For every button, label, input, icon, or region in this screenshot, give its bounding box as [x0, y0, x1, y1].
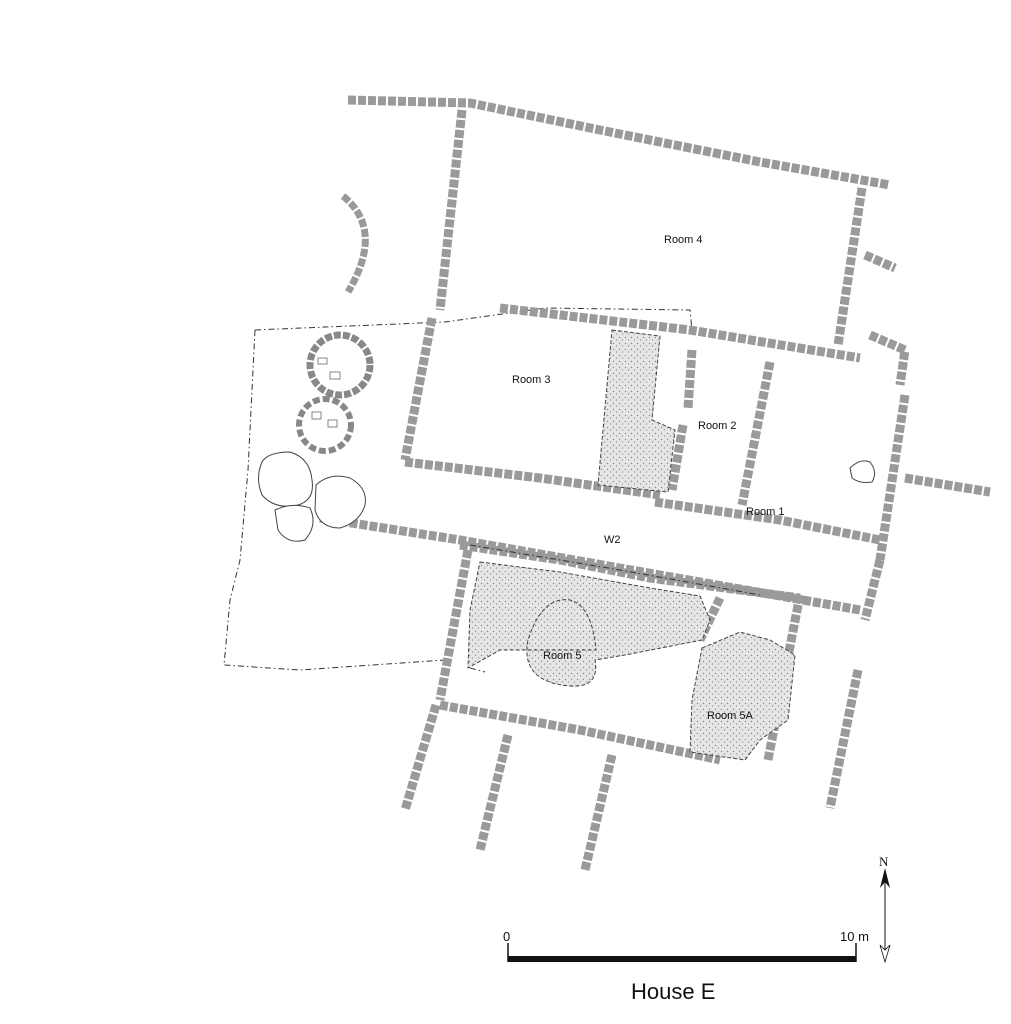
- north-arrow: N: [879, 854, 891, 964]
- label-w2: W2: [604, 534, 621, 546]
- walls: [319, 95, 991, 872]
- stone-circles: [296, 331, 374, 454]
- excavation-boundary: [223, 307, 693, 673]
- scale-bar: 0 10 m: [503, 929, 869, 962]
- north-arrow-icon: [880, 868, 890, 888]
- label-room3: Room 3: [512, 374, 551, 386]
- label-room5: Room 5: [543, 650, 582, 662]
- scale-end-label: 10 m: [840, 929, 869, 944]
- label-room5a: Room 5A: [707, 710, 754, 722]
- label-room1: Room 1: [746, 506, 785, 518]
- plan-title: House E: [631, 979, 715, 1004]
- label-room2: Room 2: [698, 420, 737, 432]
- label-room4: Room 4: [664, 234, 703, 246]
- boulders: [258, 451, 876, 542]
- paving-room3: [597, 329, 676, 493]
- north-label: N: [879, 854, 889, 869]
- w2-line: [469, 544, 761, 596]
- paving-room5: [467, 561, 711, 687]
- paving-room5a: [689, 631, 796, 761]
- scale-start-label: 0: [503, 929, 510, 944]
